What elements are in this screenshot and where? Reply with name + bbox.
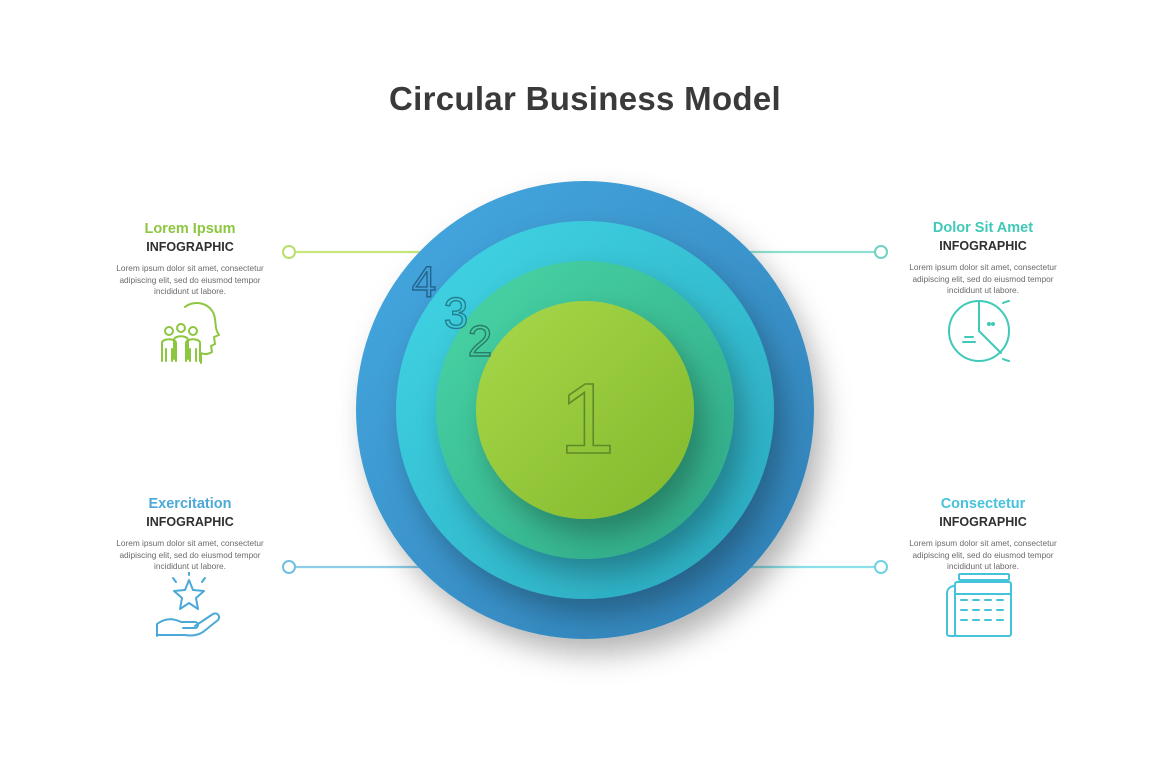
connector-dot-bottom-right [874, 560, 888, 574]
block-body: Lorem ipsum dolor sit amet, consectetur … [116, 263, 264, 296]
block-body: Lorem ipsum dolor sit amet, consectetur … [116, 538, 264, 571]
connector-dot-top-left [282, 245, 296, 259]
circle-number-1: 1 [559, 363, 615, 475]
circle-number-4: 4 [412, 258, 436, 307]
block-body: Lorem ipsum dolor sit amet, consectetur … [909, 262, 1057, 295]
block-top-right: Dolor Sit Amet INFOGRAPHIC Lorem ipsum d… [903, 220, 1063, 297]
circle-number-3: 3 [444, 289, 468, 338]
block-body: Lorem ipsum dolor sit amet, consectetur … [909, 538, 1057, 571]
block-subheading: INFOGRAPHIC [146, 515, 234, 529]
block-heading: Exercitation [148, 496, 232, 512]
circle-number-2: 2 [468, 317, 492, 366]
connector-dot-top-right [874, 245, 888, 259]
block-bottom-left: Exercitation INFOGRAPHIC Lorem ipsum dol… [110, 496, 270, 573]
circle-1 [476, 301, 694, 519]
block-heading: Dolor Sit Amet [932, 220, 1034, 236]
block-subheading: INFOGRAPHIC [146, 240, 234, 254]
block-bottom-right: Consectetur INFOGRAPHIC Lorem ipsum dolo… [903, 496, 1063, 573]
block-heading: Lorem Ipsum [144, 221, 236, 237]
hand-star-icon [156, 572, 221, 637]
block-subheading: INFOGRAPHIC [939, 515, 1027, 529]
block-heading: Consectetur [940, 496, 1026, 512]
calendar-icon [946, 573, 1012, 637]
block-subheading: INFOGRAPHIC [939, 239, 1027, 253]
people-head-icon [161, 302, 220, 364]
pie-chart-icon [948, 300, 1010, 362]
block-top-left: Lorem Ipsum INFOGRAPHIC Lorem ipsum dolo… [110, 221, 270, 298]
page-title: Circular Business Model [388, 80, 781, 117]
connector-dot-bottom-left [282, 560, 296, 574]
